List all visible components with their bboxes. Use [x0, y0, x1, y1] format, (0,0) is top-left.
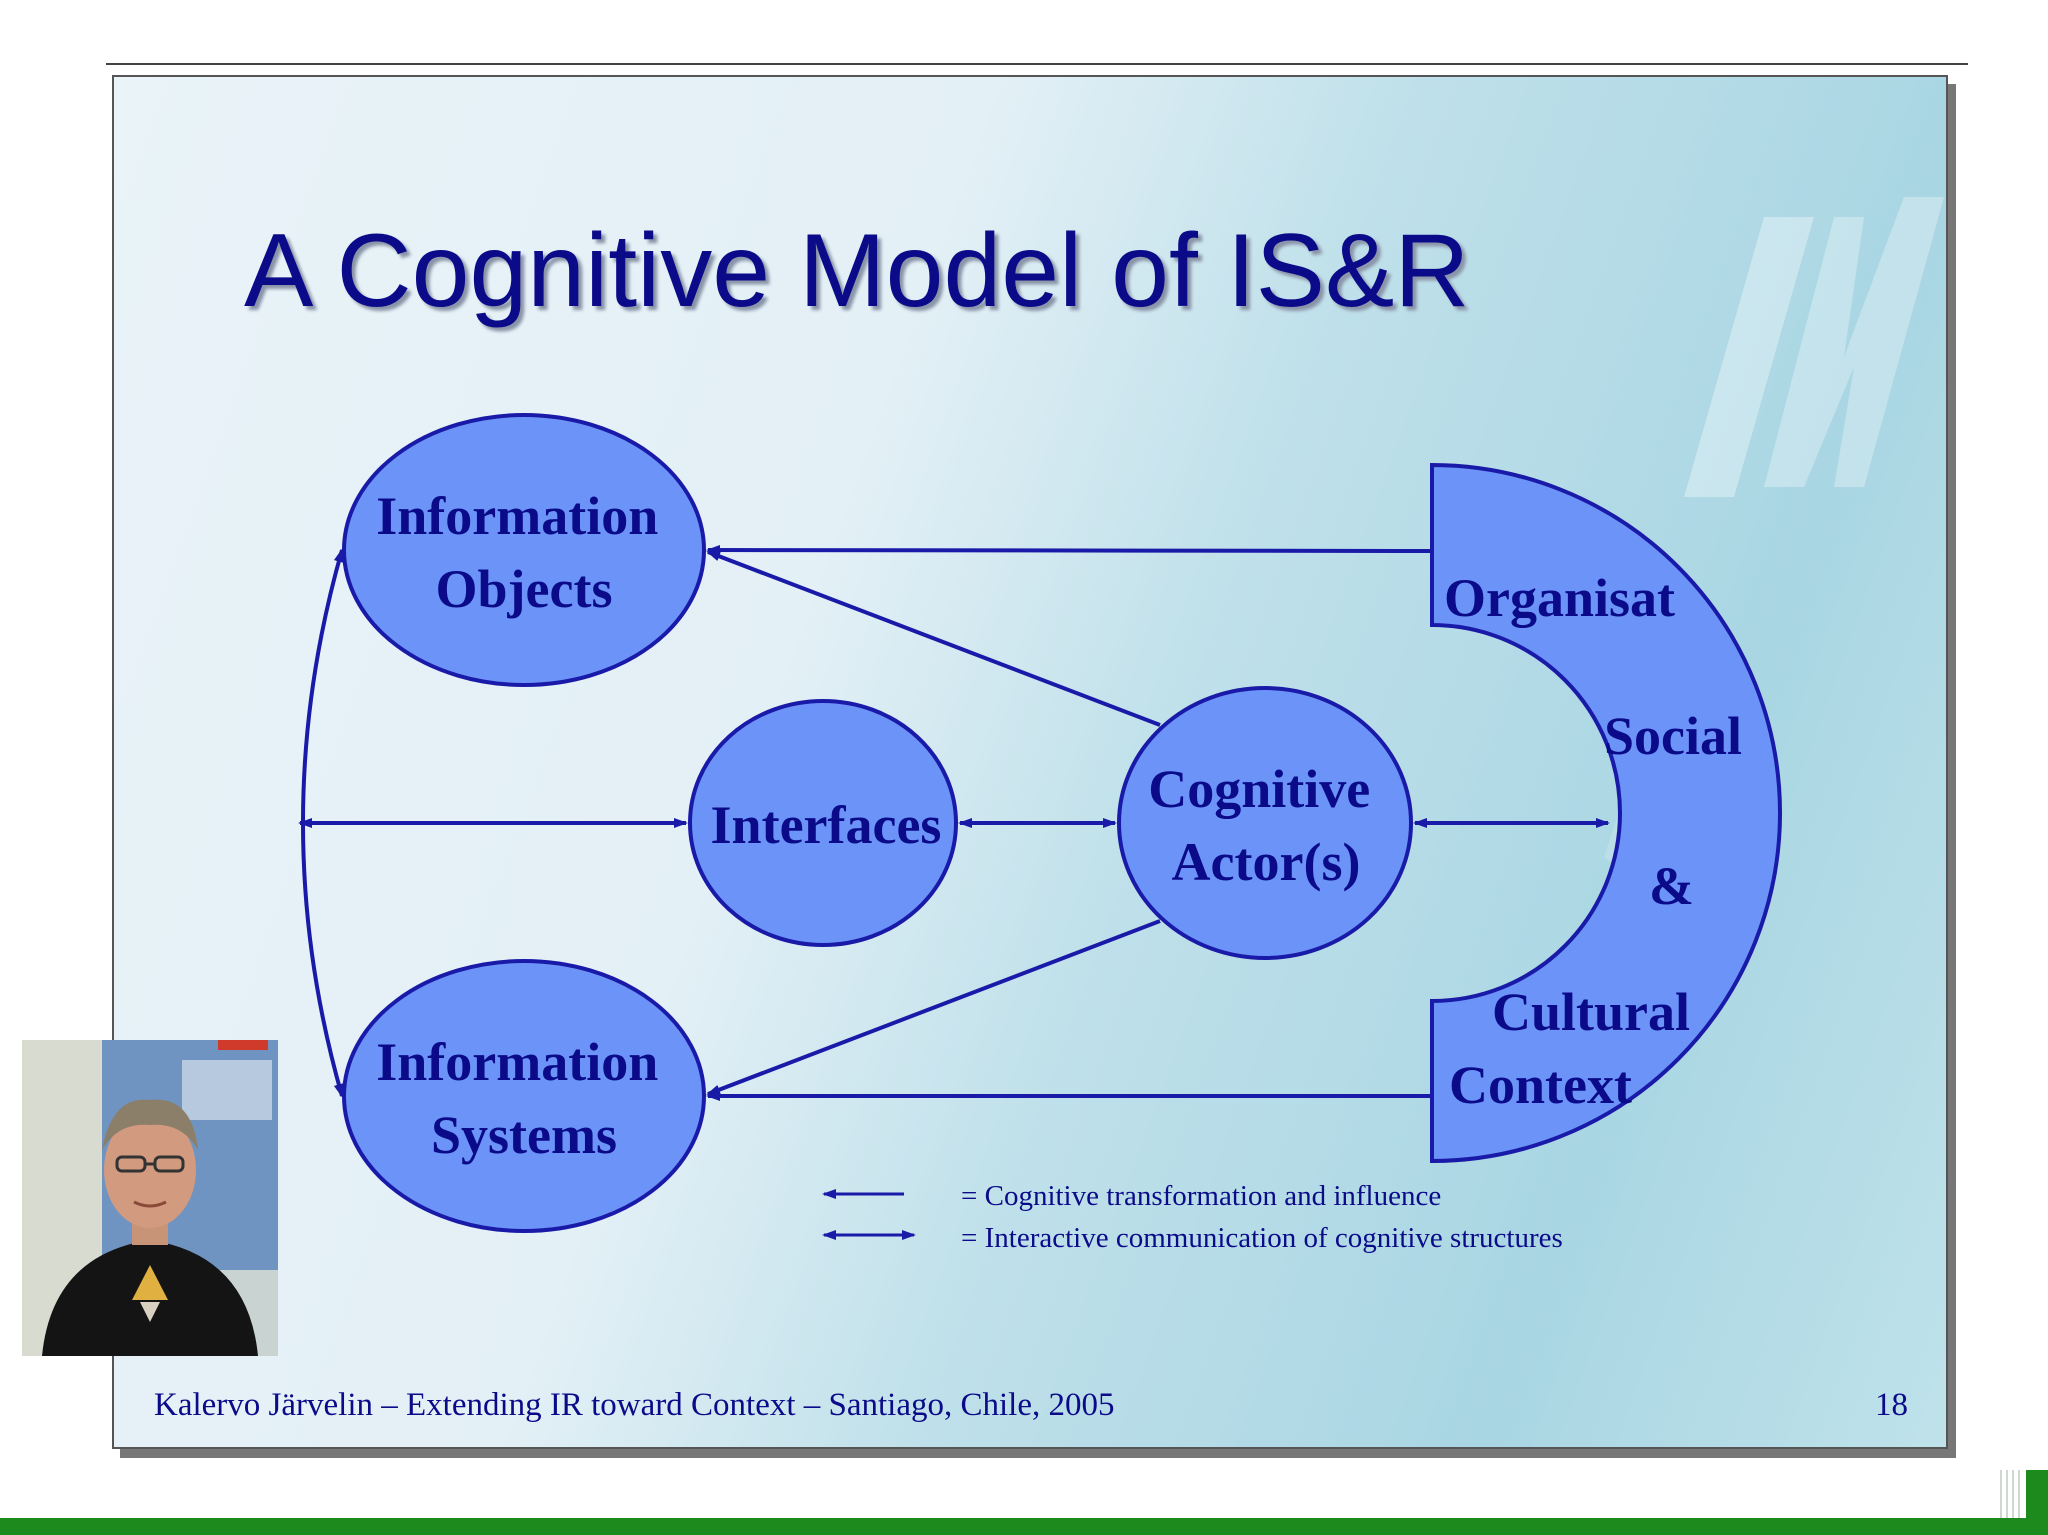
arrow-objects-systems-curve — [301, 548, 344, 1098]
svg-text:Information Systems: Information Systems — [376, 1032, 672, 1165]
svg-text:Interfaces: Interfaces — [711, 795, 942, 855]
information-objects-node — [342, 413, 706, 687]
svg-text:Context: Context — [1449, 1055, 1632, 1115]
context-label-social: Social — [1604, 706, 1742, 766]
interfaces-label: Interfaces — [711, 795, 942, 855]
context-label-context: Context — [1449, 1055, 1632, 1115]
information-objects-label-1: Information — [376, 486, 658, 546]
context-label-cultural: Cultural — [1492, 982, 1690, 1042]
svg-text:Cultural: Cultural — [1492, 982, 1690, 1042]
legend-two-way-label: = Interactive communication of cognitive… — [961, 1222, 1563, 1254]
arrow-context-to-objects — [706, 545, 1433, 556]
cognitive-actors-label-1: Cognitive — [1148, 759, 1370, 819]
cognitive-actors-node — [1117, 686, 1413, 960]
context-shape — [1430, 462, 1782, 1164]
slide-footer: Kalervo Järvelin – Extending IR toward C… — [154, 1387, 1115, 1423]
information-systems-label-1: Information — [376, 1032, 658, 1092]
information-systems-node — [342, 959, 706, 1233]
svg-text:Cognitive Actor(s): Cognitive Actor(s) — [1148, 759, 1384, 892]
presenter-image — [22, 1040, 278, 1356]
slide: A Cognitive Model of IS&R Information Ob… — [112, 75, 1948, 1449]
arrow-actor-to-objects — [706, 550, 1161, 727]
arrow-actor-to-systems — [706, 919, 1161, 1096]
information-systems-label-2: Systems — [431, 1105, 617, 1165]
page-number: 18 — [1875, 1387, 1908, 1423]
cognitive-actors-label-2: Actor(s) — [1172, 832, 1361, 892]
bottom-green-bar — [0, 1518, 2048, 1535]
corner-stripes — [2000, 1470, 2048, 1518]
presenter-video-thumbnail — [22, 1040, 278, 1356]
legend-one-way-label: = Cognitive transformation and influence — [961, 1180, 1441, 1212]
slide-title: A Cognitive Model of IS&R — [244, 213, 1470, 329]
svg-text:Organisat: Organisat — [1444, 568, 1675, 628]
context-label-organisat: Organisat — [1444, 568, 1675, 628]
top-rule — [106, 63, 1968, 65]
interfaces-node — [688, 699, 958, 947]
svg-text:Information Objects: Information Objects — [376, 486, 672, 619]
context-label-ampersand: & — [1649, 856, 1694, 916]
svg-text:Social: Social — [1604, 706, 1742, 766]
svg-text:&: & — [1649, 856, 1694, 916]
information-objects-label-2: Objects — [436, 559, 613, 619]
cognitive-model-diagram: Information Objects Interfaces Cognitive… — [298, 413, 1782, 1254]
